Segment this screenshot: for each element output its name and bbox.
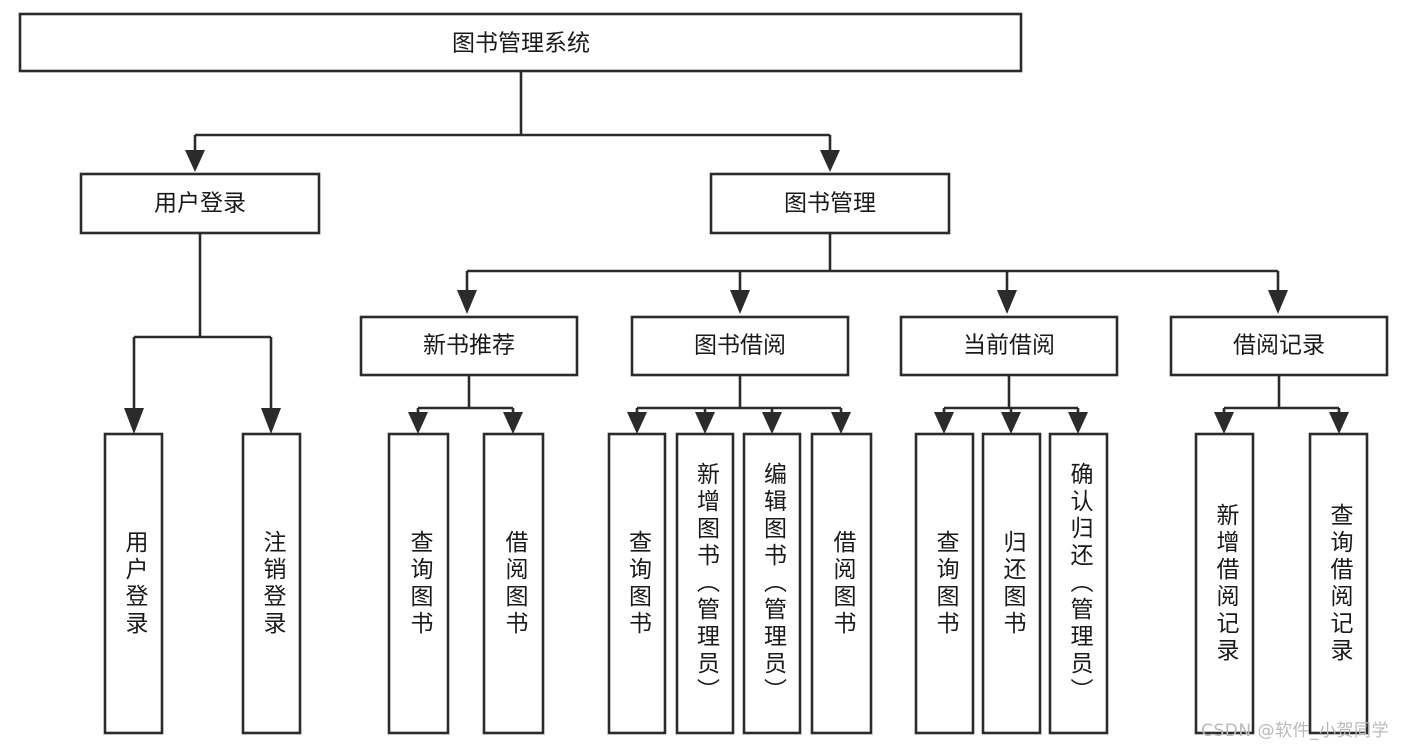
node-current-box[interactable] — [899, 315, 1119, 377]
node-record-label: 借阅记录 — [1233, 333, 1325, 359]
connector-group-current — [934, 375, 1088, 434]
node-user-login-label: 用户登录 — [154, 191, 246, 217]
node-user-login-box[interactable] — [79, 172, 321, 235]
node-leaf-box[interactable] — [1048, 432, 1109, 735]
node-leaf-box[interactable] — [810, 432, 873, 735]
node-newbook-box[interactable] — [359, 315, 579, 377]
node-borrow-label: 图书借阅 — [694, 333, 786, 359]
node-leaf-box[interactable] — [914, 432, 975, 735]
arrow-to-newbook — [457, 290, 477, 314]
arrow-leaf-newbook-2 — [503, 412, 523, 434]
arrow-leaf-current-1 — [934, 412, 954, 434]
node-leaf-box[interactable] — [1308, 432, 1369, 735]
csdn-watermark: CSDN @软件_小贺同学 — [1201, 721, 1389, 741]
node-book-mgmt-box[interactable] — [709, 172, 951, 235]
connector-group-borrow — [627, 375, 851, 434]
arrow-to-record — [1268, 290, 1288, 314]
node-newbook-label: 新书推荐 — [423, 333, 515, 359]
connector-group-record — [1214, 375, 1349, 434]
node-book-mgmt-label: 图书管理 — [784, 191, 876, 217]
node-leaf-box[interactable] — [675, 432, 735, 735]
arrow-leaf-borrow-4 — [831, 412, 851, 434]
node-leaf-box[interactable] — [482, 432, 545, 735]
arrow-leaf-user-login-1 — [124, 408, 144, 434]
node-leaf-box[interactable] — [981, 432, 1042, 735]
node-root-label: 图书管理系统 — [452, 31, 590, 57]
arrow-leaf-current-2 — [1001, 412, 1021, 434]
connector-group-newbook — [408, 375, 523, 434]
arrow-leaf-current-3 — [1068, 412, 1088, 434]
node-leaf-box[interactable] — [607, 432, 667, 735]
arrow-to-book-mgmt — [820, 150, 840, 172]
arrow-leaf-borrow-2 — [695, 412, 715, 434]
node-record-box[interactable] — [1169, 315, 1389, 377]
node-leaf-box[interactable] — [742, 432, 802, 735]
connector-group-user-login — [124, 233, 281, 434]
node-leaf-box[interactable] — [103, 432, 164, 735]
arrow-to-borrow — [730, 290, 750, 314]
node-borrow-box[interactable] — [630, 315, 850, 377]
arrow-leaf-newbook-1 — [408, 412, 428, 434]
node-current-label: 当前借阅 — [963, 333, 1055, 359]
arrow-leaf-borrow-1 — [627, 412, 647, 434]
node-root-box[interactable] — [18, 12, 1023, 73]
arrow-leaf-borrow-3 — [762, 412, 782, 434]
arrow-leaf-user-login-2 — [261, 408, 281, 434]
arrow-to-user-login — [185, 150, 205, 172]
node-leaf-box[interactable] — [241, 432, 302, 735]
arrow-leaf-record-1 — [1214, 412, 1234, 434]
arrow-to-current — [997, 290, 1017, 314]
connector-group-root — [185, 71, 840, 172]
arrow-leaf-record-2 — [1329, 412, 1349, 434]
node-leaf-box[interactable] — [1194, 432, 1255, 735]
connector-group-book-mgmt — [457, 233, 1288, 314]
node-leaf-box[interactable] — [387, 432, 450, 735]
